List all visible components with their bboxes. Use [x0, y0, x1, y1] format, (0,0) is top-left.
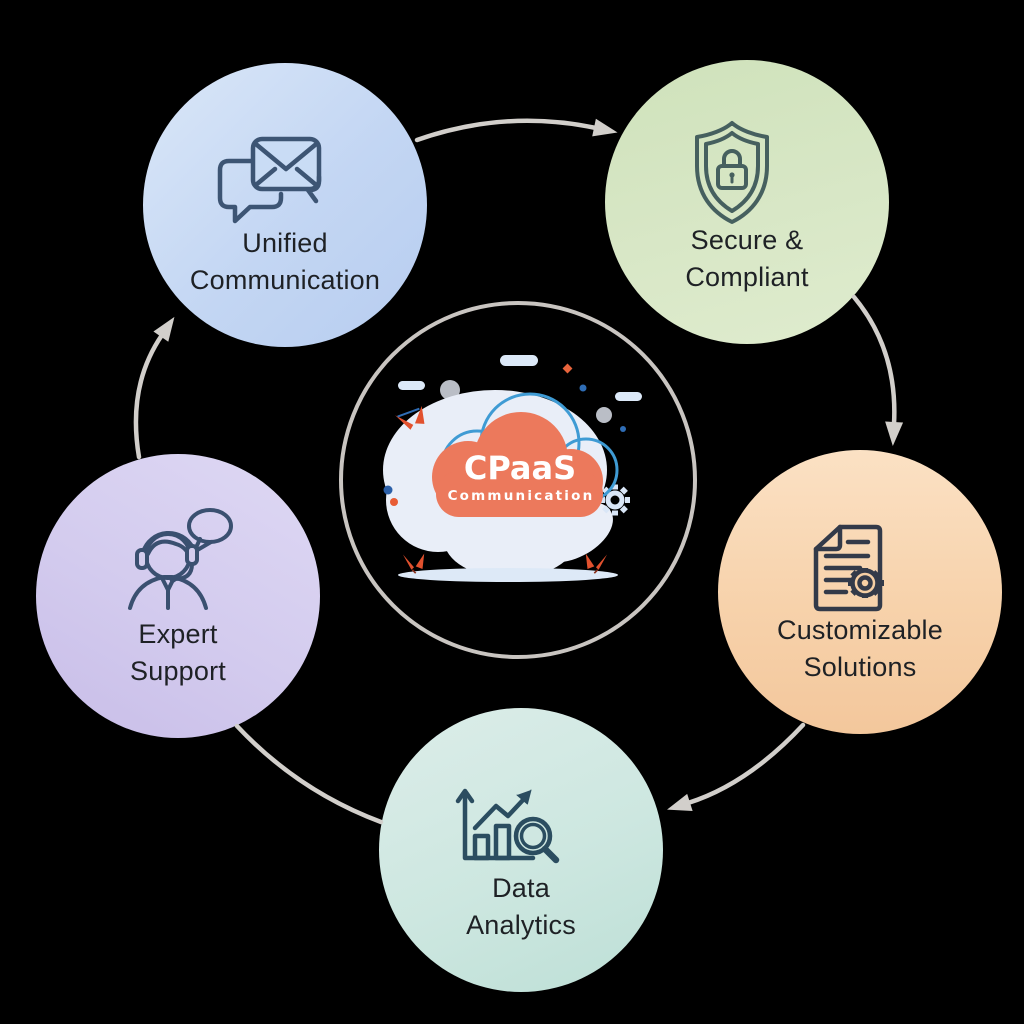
node-secure-compliant: Secure & Compliant: [605, 60, 889, 344]
node-label: Expert Support: [36, 616, 320, 690]
node-label: Secure & Compliant: [605, 222, 889, 296]
node-label-line1: Data: [492, 873, 550, 903]
ground-ellipse: [398, 568, 618, 582]
arrow-expert-to-unified: [133, 316, 175, 460]
node-label-line1: Customizable: [777, 615, 943, 645]
gear-decoration: [600, 484, 630, 516]
node-label: Customizable Solutions: [718, 612, 1002, 686]
node-unified-communication: Unified Communication: [143, 63, 427, 347]
chat-mail-icon: [217, 136, 322, 224]
cloud-blob: [383, 390, 613, 578]
node-label-line2: Support: [130, 656, 226, 686]
node-expert-support: Expert Support: [36, 454, 320, 738]
cloud-outline: [440, 392, 619, 503]
node-data-analytics: Data Analytics: [379, 708, 663, 992]
node-label-line2: Analytics: [466, 910, 576, 940]
node-customizable-solutions: Customizable Solutions: [718, 450, 1002, 734]
cpaas-cloud-logo: [432, 412, 603, 517]
node-label-line1: Secure &: [690, 225, 804, 255]
node-label-line1: Unified: [242, 228, 328, 258]
document-gear-icon: [813, 524, 884, 612]
arrow-customizable-to-data: [667, 722, 806, 811]
node-label-line1: Expert: [138, 619, 218, 649]
center-logo-illustration: CPaaS Communication: [339, 301, 697, 659]
shield-lock-icon: [695, 121, 769, 224]
center-ring: [339, 301, 697, 659]
connector-data-to-expert: [234, 723, 384, 825]
chart-magnifier-icon: [455, 788, 560, 864]
butterfly-decorations: [395, 406, 608, 574]
arrow-secure-to-customizable: [851, 294, 904, 446]
logo-title: CPaaS: [464, 449, 576, 487]
arrow-unified-to-secure: [414, 118, 618, 143]
logo-subtitle: Communication: [448, 488, 595, 504]
node-label: Unified Communication: [143, 225, 427, 299]
headset-agent-icon: [128, 508, 233, 610]
node-label: Data Analytics: [379, 870, 663, 944]
sky-decorations: [383, 355, 642, 506]
node-label-line2: Compliant: [685, 262, 809, 292]
node-label-line2: Communication: [189, 265, 381, 295]
node-label-line2: Solutions: [803, 652, 917, 682]
